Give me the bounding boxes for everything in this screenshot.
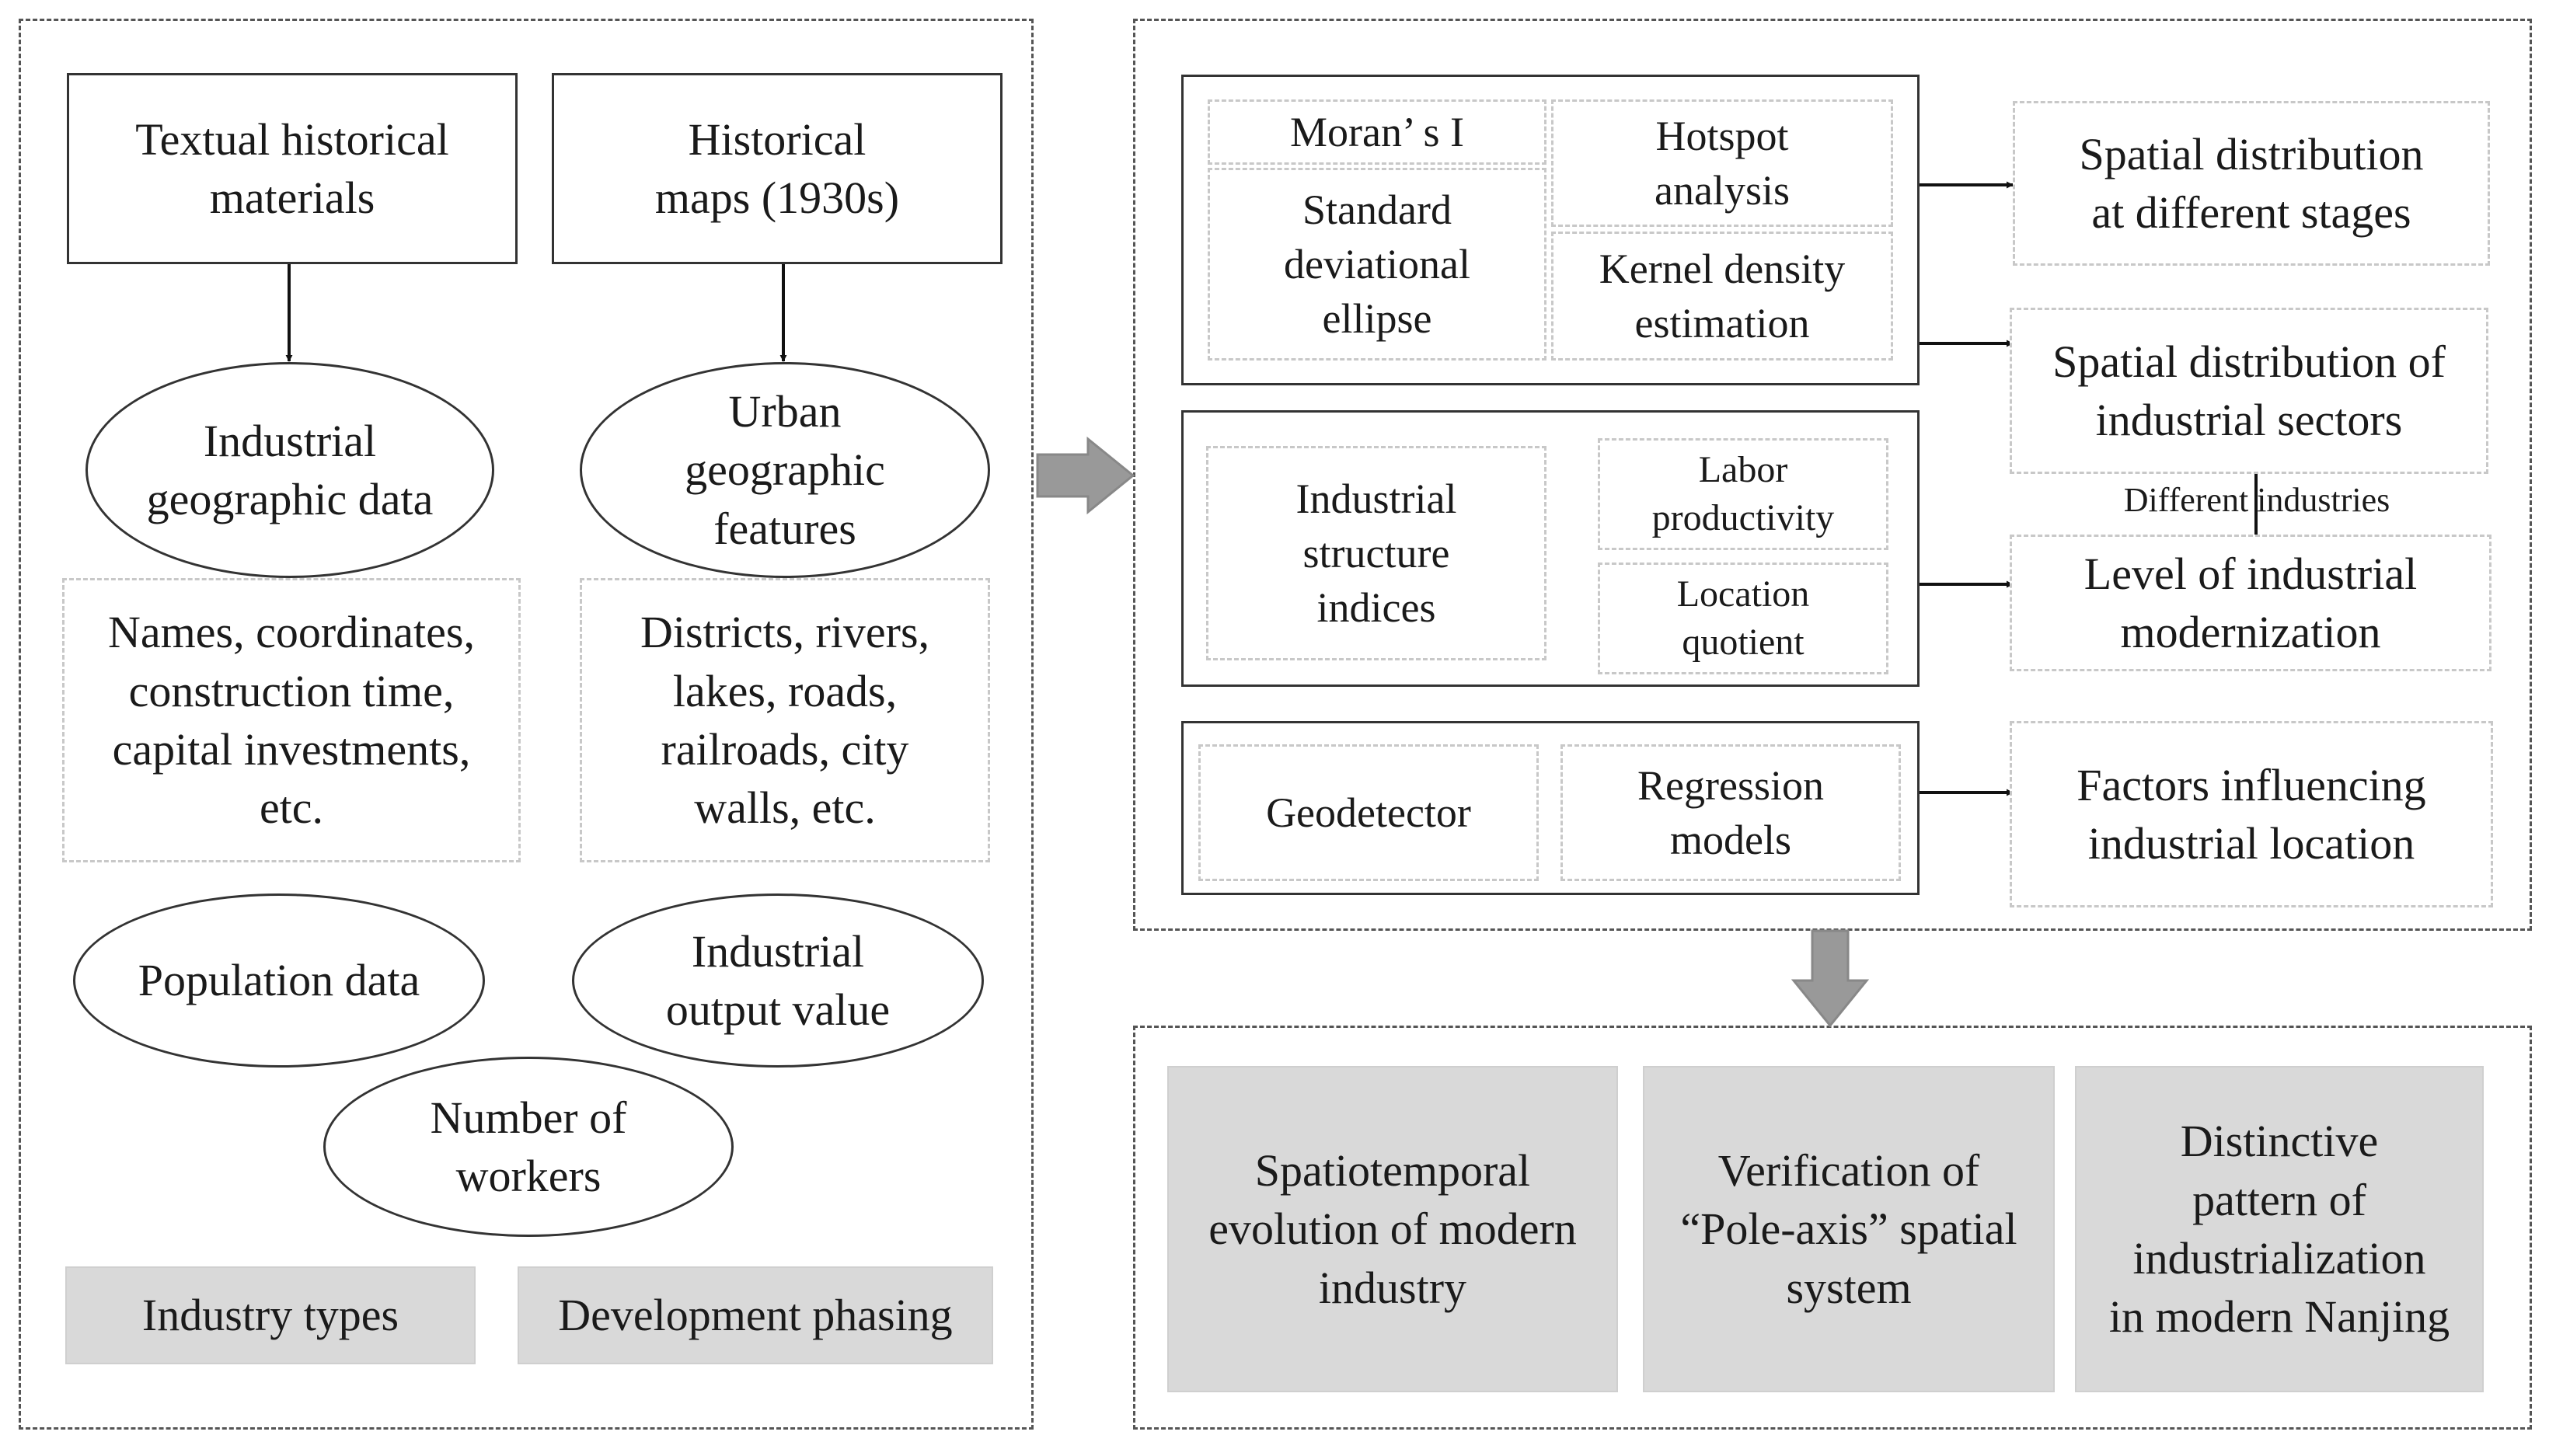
- different-industries-label: Different industries: [2123, 481, 2390, 520]
- industrial-output-value-ellipse: Industrial output value: [572, 893, 984, 1068]
- urban-geo-details-box: Districts, rivers, lakes, roads, railroa…: [580, 578, 990, 862]
- labor-productivity-box: Labor productivity: [1598, 438, 1888, 550]
- historical-maps-box: Historical maps (1930s): [552, 73, 1003, 264]
- number-of-workers-ellipse: Number of workers: [323, 1057, 734, 1237]
- spatial-distribution-stages-box: Spatial distribution at different stages: [2013, 101, 2490, 266]
- industry-types-box: Industry types: [65, 1266, 476, 1364]
- spatial-distribution-sectors-box: Spatial distribution of industrial secto…: [2010, 308, 2488, 474]
- spatiotemporal-evolution-box: Spatiotemporal evolution of modern indus…: [1167, 1066, 1618, 1392]
- big-arrow-down: [1791, 929, 1870, 1028]
- hotspot-analysis-box: Hotspot analysis: [1551, 99, 1893, 227]
- population-data-ellipse: Population data: [73, 893, 485, 1068]
- location-quotient-box: Location quotient: [1598, 563, 1888, 674]
- pole-axis-verification-box: Verification of “Pole-axis” spatial syst…: [1643, 1066, 2055, 1392]
- conclusions-panel: [1133, 1026, 2532, 1430]
- industrial-structure-indices-box: Industrial structure indices: [1206, 446, 1546, 660]
- development-phasing-box: Development phasing: [518, 1266, 993, 1364]
- industrial-geographic-data-ellipse: Industrial geographic data: [85, 362, 494, 578]
- factors-industrial-location-box: Factors influencing industrial location: [2010, 721, 2493, 907]
- urban-geographic-features-ellipse: Urban geographic features: [580, 362, 990, 578]
- big-arrow-right: [1036, 436, 1135, 515]
- textual-historical-materials-box: Textual historical materials: [67, 73, 518, 264]
- kernel-density-estimation-box: Kernel density estimation: [1551, 232, 1893, 361]
- morans-i-box: Moran’ s I: [1208, 99, 1546, 165]
- geodetector-box: Geodetector: [1198, 744, 1539, 881]
- regression-models-box: Regression models: [1560, 744, 1901, 881]
- data-sources-panel: [19, 19, 1034, 1430]
- industrial-modernization-box: Level of industrial modernization: [2010, 535, 2491, 671]
- standard-deviational-ellipse-box: Standard deviational ellipse: [1208, 168, 1546, 361]
- nanjing-industrialization-pattern-box: Distinctive pattern of industrialization…: [2075, 1066, 2484, 1392]
- industrial-geo-details-box: Names, coordinates, construction time, c…: [62, 578, 521, 862]
